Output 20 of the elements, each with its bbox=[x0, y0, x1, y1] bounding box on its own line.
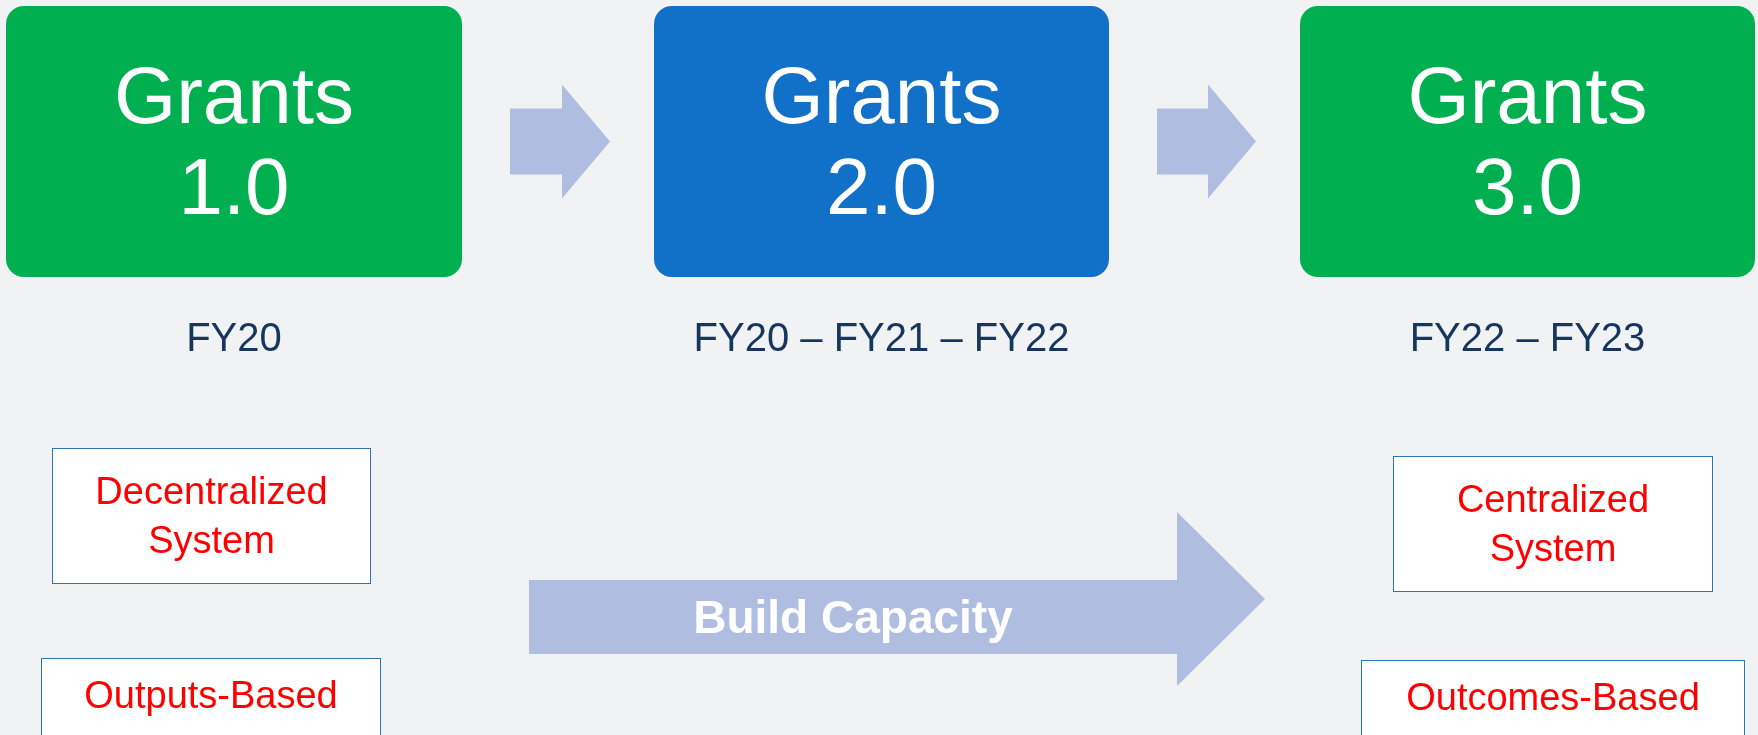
block-arrow bbox=[510, 84, 610, 199]
stage-title: Grants 3.0 bbox=[1406, 51, 1649, 232]
fiscal-years-label: FY20 – FY21 – FY22 bbox=[693, 317, 1070, 357]
fiscal-years-label: FY22 – FY23 bbox=[1409, 317, 1646, 357]
block-arrow bbox=[1157, 84, 1256, 199]
trait-box bbox=[41, 658, 381, 735]
trait-box bbox=[1361, 660, 1745, 735]
trait-text: Outputs-Based bbox=[84, 673, 338, 718]
fiscal-years-label: FY20 bbox=[186, 317, 282, 357]
trait-text: Centralized System bbox=[1455, 476, 1651, 571]
stage-box bbox=[1300, 6, 1755, 277]
trait-box bbox=[1393, 456, 1713, 592]
trait-text: Decentralized System bbox=[94, 468, 329, 563]
trait-box bbox=[52, 448, 371, 584]
trait-text: Outcomes-Based bbox=[1406, 675, 1700, 720]
stage-title: Grants 1.0 bbox=[112, 51, 356, 232]
stage-box bbox=[6, 6, 462, 277]
capacity-arrow bbox=[529, 512, 1265, 686]
stage-box bbox=[654, 6, 1109, 277]
stage-title: Grants 2.0 bbox=[760, 51, 1003, 232]
